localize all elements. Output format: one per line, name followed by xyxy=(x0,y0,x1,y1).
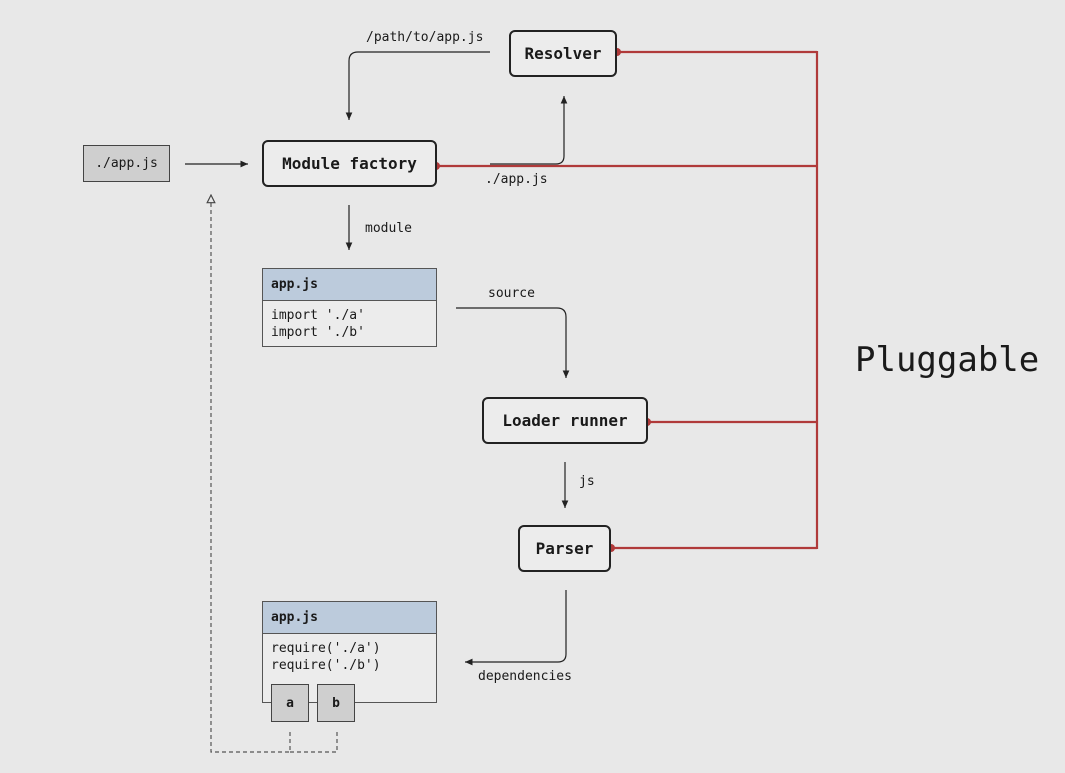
dependency-b-box: b xyxy=(317,684,355,722)
arrow-parser-to-module xyxy=(465,590,567,666)
module-parsed-line: require('./a') xyxy=(271,641,381,656)
module-source-title: app.js xyxy=(263,269,436,301)
request-label: ./app.js xyxy=(485,172,548,187)
dependency-loop-branch xyxy=(290,732,338,753)
arrow-resolver-to-factory xyxy=(345,51,490,120)
module-source-card: app.js import './a' import './b' xyxy=(262,268,437,347)
module-label: module xyxy=(365,221,412,236)
pluggable-label: Pluggable xyxy=(855,340,1040,380)
parser-node: Parser xyxy=(518,525,611,572)
module-source-line: import './b' xyxy=(271,325,365,340)
resolved-path-label: /path/to/app.js xyxy=(366,30,484,45)
module-parsed-title: app.js xyxy=(263,602,436,634)
loader-runner-node: Loader runner xyxy=(482,397,648,444)
input-file-box: ./app.js xyxy=(83,145,170,182)
js-label: js xyxy=(579,474,595,489)
module-factory-node: Module factory xyxy=(262,140,437,187)
dependency-loop-arrow xyxy=(211,195,291,753)
pluggable-connectors xyxy=(436,50,819,550)
source-label: source xyxy=(488,286,535,301)
dependencies-label: dependencies xyxy=(478,669,572,684)
arrow-source-to-loader xyxy=(456,307,570,378)
arrow-factory-to-resolver xyxy=(490,96,568,165)
resolver-node: Resolver xyxy=(509,30,617,77)
module-parsed-line: require('./b') xyxy=(271,658,381,673)
module-source-line: import './a' xyxy=(271,308,365,323)
dependency-a-box: a xyxy=(271,684,309,722)
